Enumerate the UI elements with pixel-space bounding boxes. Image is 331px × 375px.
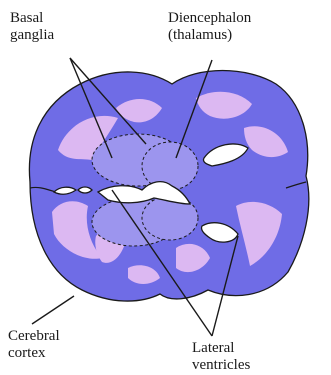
leader-cerebral-cortex — [32, 296, 74, 324]
thalamus-upper — [142, 142, 198, 190]
label-lateral-ventricles: Lateral ventricles — [192, 340, 250, 374]
ventricle-left-horn-2 — [78, 187, 92, 193]
label-cerebral-cortex-line1: Cerebral — [8, 328, 60, 345]
label-diencephalon: Diencephalon (thalamus) — [168, 10, 251, 44]
label-diencephalon-line1: Diencephalon — [168, 10, 251, 27]
label-cerebral-cortex-line2: cortex — [8, 345, 60, 362]
label-basal-ganglia: Basal ganglia — [10, 10, 54, 44]
label-basal-ganglia-line1: Basal — [10, 10, 54, 27]
label-basal-ganglia-line2: ganglia — [10, 27, 54, 44]
label-diencephalon-line2: (thalamus) — [168, 27, 251, 44]
label-lateral-ventricles-line1: Lateral — [192, 340, 250, 357]
label-cerebral-cortex: Cerebral cortex — [8, 328, 60, 362]
label-lateral-ventricles-line2: ventricles — [192, 357, 250, 374]
